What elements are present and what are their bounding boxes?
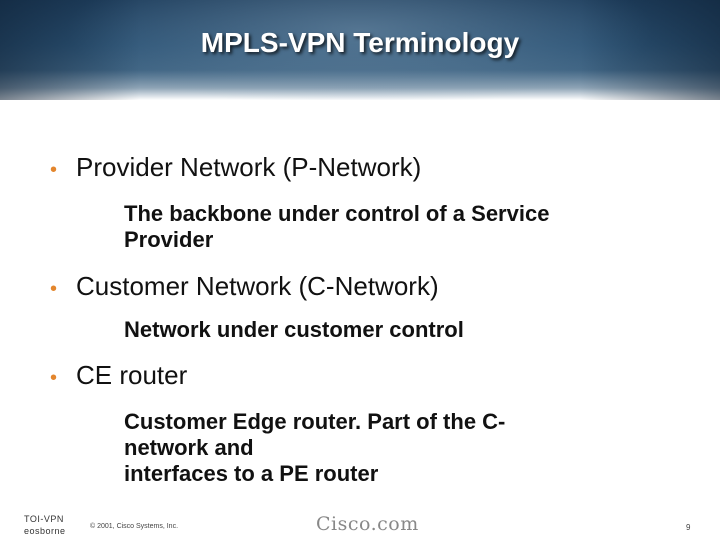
bullet-dot-icon: • [50,367,58,389]
footer-course-code: TOI-VPN eosborne [24,514,66,536]
slide-title: MPLS-VPN Terminology [200,27,520,58]
bullet-description-customer-network: Network under customer control [124,317,464,342]
cisco-logo: Cisco.com [316,513,419,535]
bullet-dot-icon: • [50,278,58,300]
bullet-description-provider-network: The backbone under control of a Service … [124,201,550,252]
bullet-dot-icon: • [50,159,58,181]
bullet-customer-network: • Customer Network (C-Network) [50,271,439,302]
bullet-provider-network: • Provider Network (P-Network) [50,152,421,183]
page-number: 9 [686,523,691,532]
footer-copyright: © 2001, Cisco Systems, Inc. [90,523,179,530]
bullet-description-ce-router: Customer Edge router. Part of the C- net… [124,409,506,486]
banner-shade-left [0,0,140,100]
bullet-label: CE router [76,360,188,390]
banner-shade-right [580,0,720,100]
bullet-label: Provider Network (P-Network) [76,152,422,182]
title-banner: MPLS-VPN Terminology [0,0,720,100]
bullet-ce-router: • CE router [50,360,187,391]
bullet-label: Customer Network (C-Network) [76,271,439,301]
